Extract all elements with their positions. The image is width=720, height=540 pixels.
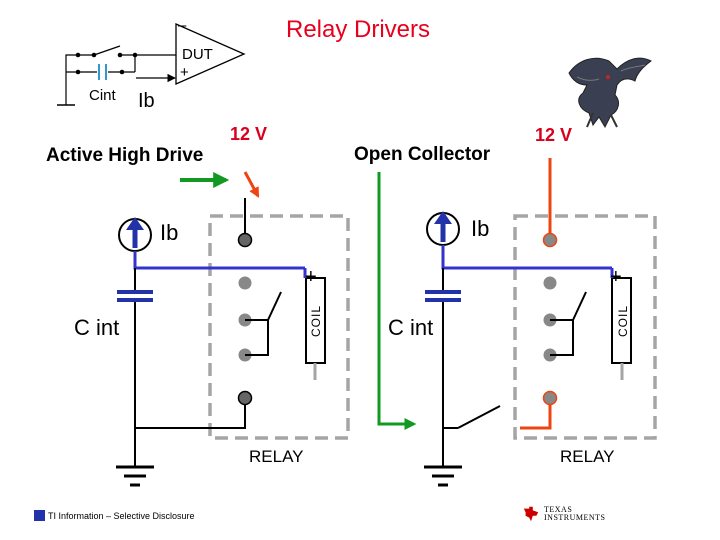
- left-relay-terminal: [237, 232, 253, 248]
- left-relay-label: RELAY: [249, 447, 304, 466]
- right-heading: Open Collector: [354, 144, 491, 165]
- footer-square-icon: [34, 510, 45, 521]
- right-relay-armature: [572, 291, 587, 321]
- right-coil-plus: +: [610, 266, 622, 288]
- left-relay-box: [208, 214, 350, 440]
- ti-state-icon: [523, 506, 539, 522]
- dut-switch: [93, 45, 121, 56]
- dut-node: [117, 52, 123, 58]
- right-voltage: 12 V: [535, 125, 572, 145]
- right-blue-wire-top: [441, 245, 612, 270]
- right-cint-label: C int: [388, 315, 433, 340]
- dut-wire-top: [65, 54, 94, 105]
- left-coil-plus: +: [305, 266, 317, 288]
- right-red-wire-bottom: [520, 398, 552, 430]
- dut-node: [91, 52, 97, 58]
- right-circuit: Ib C int COIL + RELAY: [377, 158, 657, 487]
- right-source-arrow-head: [434, 211, 452, 224]
- left-coil-label: COIL: [309, 305, 323, 337]
- right-open-collector-switch: [457, 405, 501, 429]
- left-blue-wire-top: [133, 251, 305, 270]
- dut-node: [75, 69, 81, 75]
- left-heading: Active High Drive: [46, 145, 203, 166]
- right-relay-contact: [543, 276, 557, 290]
- dut-label: DUT: [182, 46, 213, 63]
- left-relay-armature: [267, 291, 282, 321]
- left-ground-wire: [134, 302, 246, 429]
- footer-disclosure: TI Information – Selective Disclosure: [34, 510, 195, 521]
- dut-node: [119, 69, 125, 75]
- dut-plus: +: [180, 64, 189, 81]
- dut-cint-label: Cint: [89, 87, 117, 104]
- left-cint-label: C int: [74, 315, 119, 340]
- gargoyle-image: [568, 57, 652, 129]
- dut-minus: –: [178, 17, 187, 34]
- ti-logo-line1: TEXAS: [544, 505, 573, 514]
- dut-node: [75, 52, 81, 58]
- left-relay-terminal: [237, 390, 253, 406]
- right-ib-label: Ib: [471, 216, 489, 241]
- right-green-wire: [377, 172, 417, 430]
- dut-amplifier: [175, 23, 246, 85]
- page-title: Relay Drivers: [286, 16, 430, 43]
- right-relay-box: [513, 214, 657, 440]
- left-voltage: 12 V: [230, 124, 267, 144]
- footer-text: TI Information – Selective Disclosure: [48, 510, 195, 521]
- dut-inset: – DUT + Cint Ib: [57, 17, 246, 112]
- right-relay-label: RELAY: [560, 447, 615, 466]
- left-red-switch: [243, 171, 260, 198]
- right-relay-terminal: [542, 232, 558, 248]
- left-circuit: Ib C int COIL + RELAY: [74, 171, 350, 487]
- right-coil-label: COIL: [616, 305, 630, 337]
- right-relay-terminal: [542, 390, 558, 406]
- ti-logo-line2: INSTRUMENTS: [544, 513, 606, 522]
- left-relay-common: [245, 319, 269, 356]
- dut-ib-label: Ib: [138, 90, 155, 112]
- left-source-arrow-head: [126, 217, 144, 230]
- ti-logo: TEXAS INSTRUMENTS: [522, 505, 606, 523]
- ti-wordmark: TEXAS INSTRUMENTS: [544, 506, 606, 522]
- left-ib-label: Ib: [160, 220, 178, 245]
- right-relay-common: [550, 319, 574, 356]
- left-relay-contact: [238, 276, 252, 290]
